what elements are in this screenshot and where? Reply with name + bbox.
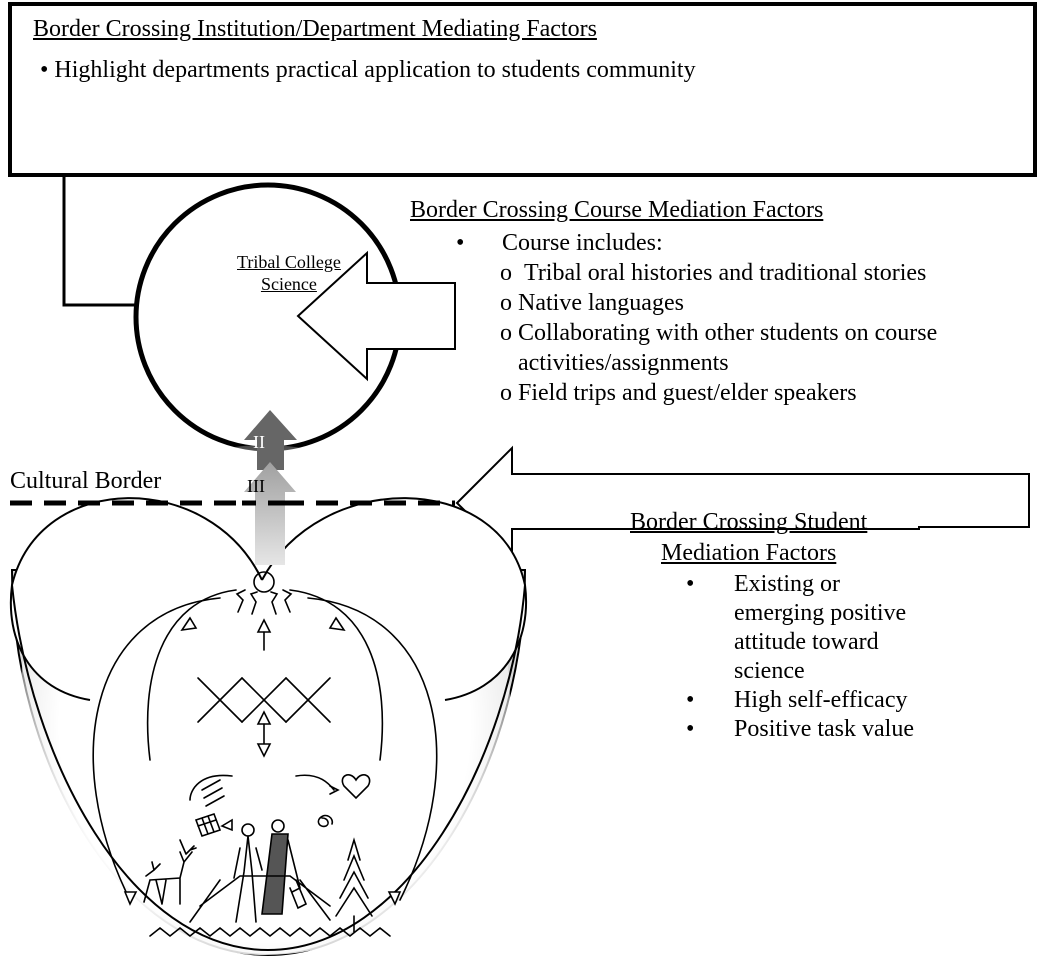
course-title: Border Crossing Course Mediation Factors <box>410 197 824 223</box>
student-title-line1: Border Crossing Student <box>630 509 868 535</box>
institution-connector <box>62 175 137 307</box>
course-item-text: Native languages <box>518 290 684 316</box>
student-item-line: emerging positive <box>734 600 907 626</box>
circle-label-line2: Science <box>260 274 317 294</box>
bullet-dot: • <box>686 716 695 742</box>
student-title: Border Crossing Student Mediation Factor… <box>630 507 867 569</box>
heart-left-lobe <box>9 497 263 701</box>
sub-bullet: o <box>500 260 524 286</box>
student-item: • Existing or emerging positive attitude… <box>686 570 914 686</box>
tribal-sketch <box>92 571 438 938</box>
heart-outline <box>11 584 526 952</box>
sub-bullet: o <box>500 290 518 316</box>
course-arrow <box>296 250 456 382</box>
institution-title: Border Crossing Institution/Department M… <box>33 16 597 42</box>
course-item: o Collaborating with other students on c… <box>456 318 937 348</box>
sub-bullet: o <box>500 380 518 406</box>
course-item-text: activities/assignments <box>518 350 729 376</box>
circle-label: Tribal College Science <box>237 251 341 295</box>
student-item-line: attitude toward <box>734 629 879 655</box>
course-item-text: Field trips and guest/elder speakers <box>518 380 857 406</box>
student-item: • Positive task value <box>686 715 914 744</box>
institution-bullet-text: Highlight departments practical applicat… <box>54 57 696 83</box>
course-lead-row: • Course includes: <box>456 228 937 258</box>
arrow-iii-label: III <box>247 476 265 496</box>
course-item: o Field trips and guest/elder speakers <box>456 378 937 408</box>
institution-box <box>8 2 1037 177</box>
student-arrow <box>455 445 1030 560</box>
cultural-border-label: Cultural Border <box>10 468 162 494</box>
course-item-text: Collaborating with other students on cou… <box>518 320 938 346</box>
student-title-line2: Mediation Factors <box>661 540 837 566</box>
student-item-line: High self-efficacy <box>734 687 908 713</box>
course-item-text: Tribal oral histories and traditional st… <box>524 260 927 286</box>
student-item-line: science <box>734 658 805 684</box>
arrow-ii-label: II <box>253 432 265 452</box>
bullet-dot: • <box>40 57 55 83</box>
course-item: o Native languages <box>456 288 937 318</box>
bullet-dot: • <box>686 571 695 597</box>
student-list: • Existing or emerging positive attitude… <box>686 570 914 744</box>
student-item-line: Existing or <box>734 571 840 597</box>
arrow-ii-shape <box>244 410 297 470</box>
circle-label-line1: Tribal College <box>237 252 341 272</box>
arrow-iii-shape <box>244 462 296 565</box>
student-item-line: Positive task value <box>734 716 914 742</box>
institution-bullet: • Highlight departments practical applic… <box>40 57 696 84</box>
heart-right-lobe <box>261 497 527 701</box>
bullet-dot: • <box>686 687 695 713</box>
sub-bullet: o <box>500 320 518 346</box>
course-list: • Course includes: o Tribal oral historie… <box>456 228 937 408</box>
course-lead: Course includes: <box>502 230 663 256</box>
course-item-continuation: activities/assignments <box>456 348 937 378</box>
bullet-dot: • <box>456 230 465 256</box>
student-item: • High self-efficacy <box>686 686 914 715</box>
course-item: o Tribal oral histories and traditional … <box>456 258 937 288</box>
